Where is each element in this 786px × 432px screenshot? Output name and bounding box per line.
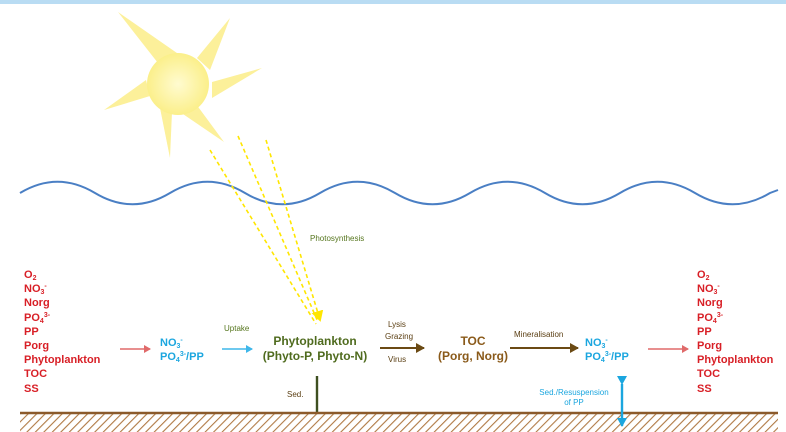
sedimentation-label: Sed. — [287, 390, 304, 399]
input-variable-list: O2 NO3- Norg PO43- PP Porg Phytoplankton… — [24, 268, 100, 396]
virus-label: Virus — [388, 355, 407, 364]
list-item: SS — [24, 382, 39, 395]
list-item: O2 — [24, 269, 37, 282]
phytoplankton-pool: Phytoplankton (Phyto-P, Phyto-N) — [262, 334, 368, 363]
list-item: Norg — [24, 297, 50, 310]
lysis-label: Lysis — [388, 320, 406, 329]
list-item: PP — [697, 325, 712, 338]
sun-icon — [104, 12, 262, 158]
list-item: Phytoplankton — [697, 354, 774, 367]
list-item: Porg — [697, 340, 723, 353]
list-item: TOC — [24, 368, 48, 381]
resuspension-label: Sed./Resuspension of PP — [539, 388, 609, 407]
output-variable-list: O2 NO3- Norg PO43- PP Porg Phytoplankton… — [697, 268, 773, 396]
sunlight-rays — [209, 135, 324, 325]
list-item: Porg — [24, 340, 50, 353]
list-item: Norg — [697, 297, 723, 310]
top-border — [0, 0, 786, 4]
nutrient-pool-right: NO3- PO43-/PP — [585, 337, 629, 364]
water-surface-line — [19, 180, 779, 206]
list-item: PO43- — [24, 311, 51, 325]
list-item: TOC — [697, 368, 721, 381]
list-item: PP — [24, 325, 39, 338]
photosynthesis-label: Photosynthesis — [310, 234, 365, 243]
list-item: PO43- — [697, 311, 724, 325]
list-item: NO3- — [697, 283, 720, 297]
list-item: SS — [697, 382, 712, 395]
uptake-label: Uptake — [224, 324, 250, 333]
sediment-floor — [20, 414, 778, 432]
list-item: NO3- — [24, 283, 47, 297]
list-item: O2 — [697, 269, 710, 282]
nutrient-pool-left: NO3- PO43-/PP — [160, 337, 204, 364]
grazing-label: Grazing — [385, 332, 414, 341]
mineralisation-label: Mineralisation — [514, 330, 564, 339]
toc-pool: TOC (Porg, Norg) — [438, 334, 508, 363]
list-item: Phytoplankton — [24, 354, 101, 367]
